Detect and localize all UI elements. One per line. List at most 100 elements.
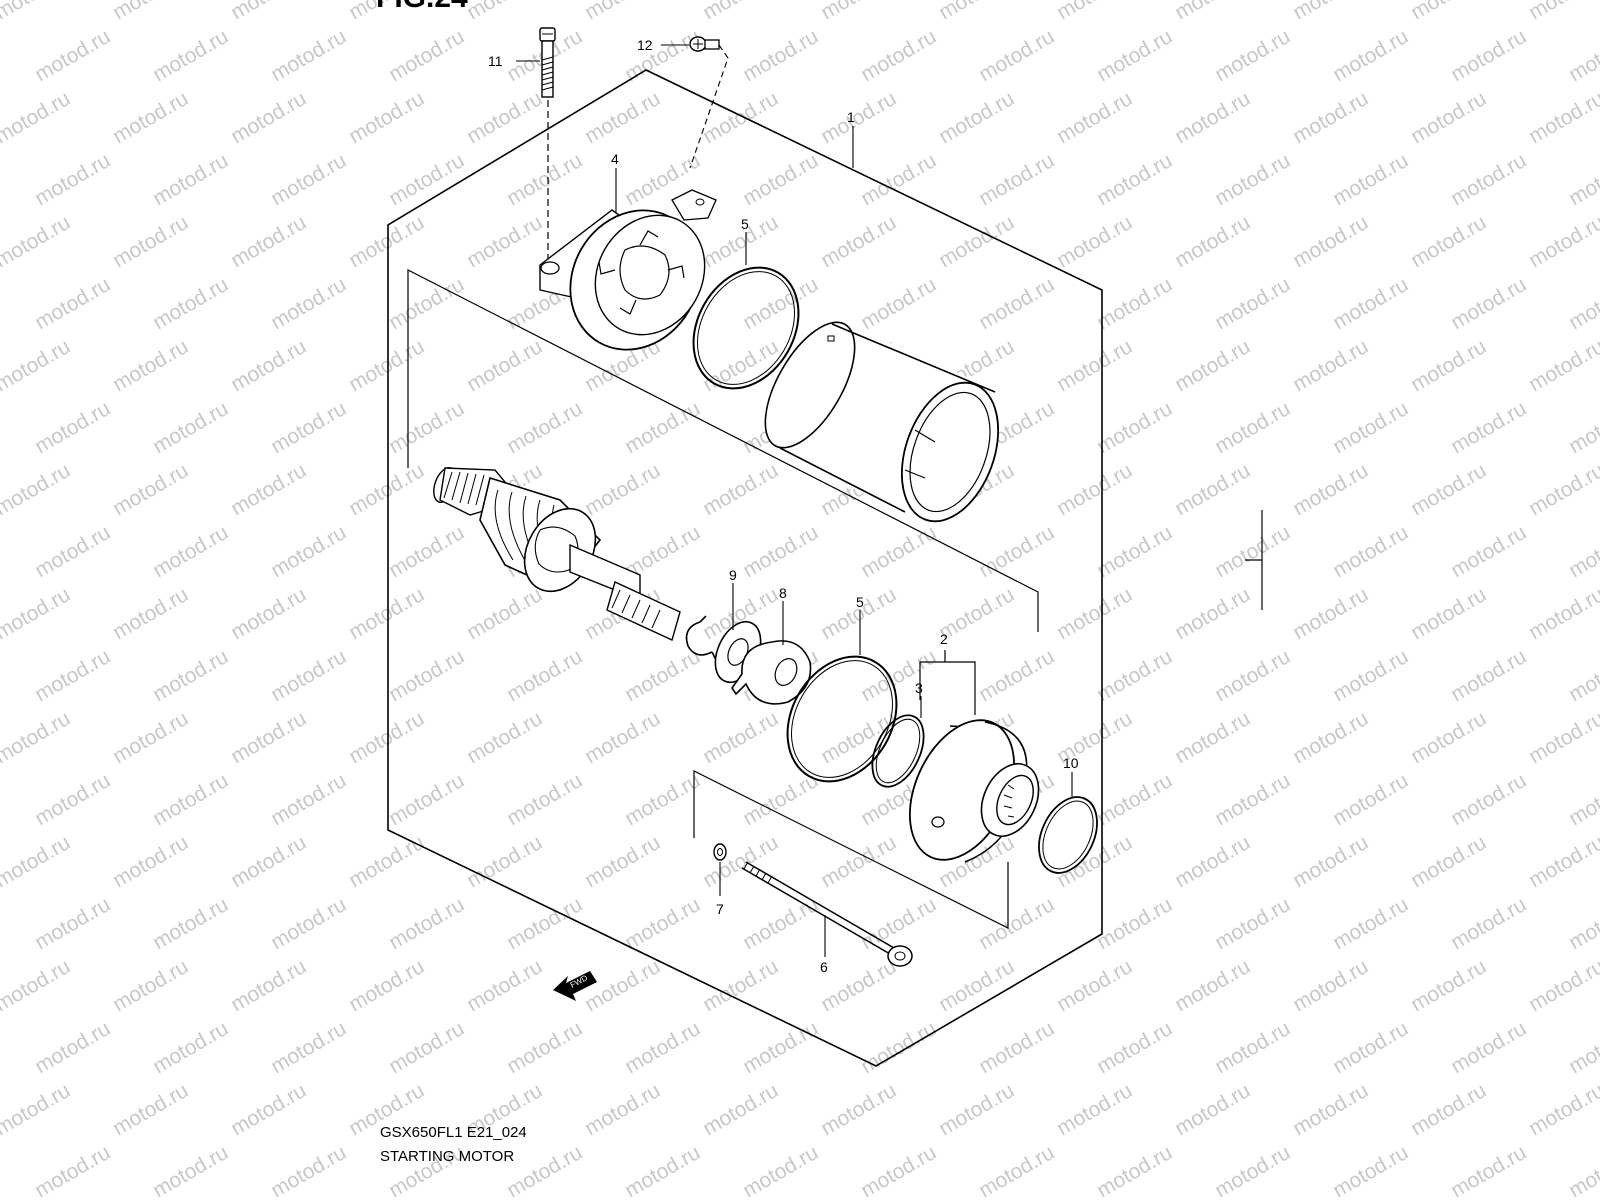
through-bolt-part: [741, 861, 913, 967]
watermark-text: motod.ru: [1565, 149, 1600, 210]
lock-plate-part: [731, 640, 812, 705]
watermark-text: motod.ru: [463, 955, 546, 1016]
watermark-text: motod.ru: [267, 1017, 350, 1078]
watermark-text: motod.ru: [1053, 955, 1136, 1016]
bolt-part: [539, 27, 556, 260]
watermark-text: motod.ru: [699, 831, 782, 892]
watermark-text: motod.ru: [109, 707, 192, 768]
watermark-text: motod.ru: [1093, 521, 1176, 582]
watermark-text: motod.ru: [227, 87, 310, 148]
watermark-text: motod.ru: [227, 583, 310, 644]
watermark-text: motod.ru: [227, 955, 310, 1016]
watermark-text: motod.ru: [463, 0, 546, 24]
watermark-text: motod.ru: [109, 87, 192, 148]
watermark-text: motod.ru: [1447, 521, 1530, 582]
watermark-text: motod.ru: [503, 397, 586, 458]
watermark-text: motod.ru: [581, 707, 664, 768]
watermark-text: motod.ru: [109, 459, 192, 520]
watermark-text: motod.ru: [1171, 459, 1254, 520]
watermark-text: motod.ru: [463, 831, 546, 892]
watermark-text: motod.ru: [1407, 87, 1490, 148]
callout-11: 11: [488, 53, 503, 69]
watermark-text: motod.ru: [817, 831, 900, 892]
o-ring-upper-inner: [697, 271, 795, 385]
watermark-text: motod.ru: [1289, 707, 1372, 768]
callout-8: 8: [779, 585, 787, 601]
watermark-text: motod.ru: [463, 335, 546, 396]
watermark-text: motod.ru: [267, 769, 350, 830]
callout-9: 9: [729, 567, 737, 583]
watermark-text: motod.ru: [385, 397, 468, 458]
watermark-text: motod.ru: [385, 273, 468, 334]
watermark-text: motod.ru: [345, 707, 428, 768]
watermark-text: motod.ru: [109, 335, 192, 396]
watermark-text: motod.ru: [227, 1079, 310, 1140]
watermark-text: motod.ru: [1053, 459, 1136, 520]
watermark-text: motod.ru: [31, 149, 114, 210]
watermark-text: motod.ru: [1565, 769, 1600, 830]
watermark-text: motod.ru: [1171, 707, 1254, 768]
watermark-text: motod.ru: [149, 273, 232, 334]
lock-plate-hole: [774, 658, 798, 686]
watermark-text: motod.ru: [857, 25, 940, 86]
watermark-text: motod.ru: [1289, 211, 1372, 272]
watermark-text: motod.ru: [1053, 583, 1136, 644]
watermark-text: motod.ru: [1407, 955, 1490, 1016]
watermark-text: motod.ru: [739, 521, 822, 582]
watermark-text: motod.ru: [1565, 25, 1600, 86]
watermark-text: motod.ru: [1329, 397, 1412, 458]
figure-label: FIG.24: [376, 0, 468, 14]
watermark-text: motod.ru: [1093, 1017, 1176, 1078]
watermark-text: motod.ru: [149, 893, 232, 954]
watermark-text: motod.ru: [1211, 893, 1294, 954]
watermark-text: motod.ru: [1329, 1017, 1412, 1078]
watermark-text: motod.ru: [1525, 459, 1600, 520]
watermark-text: motod.ru: [1093, 273, 1176, 334]
watermark-text: motod.ru: [1329, 273, 1412, 334]
watermark-text: motod.ru: [149, 769, 232, 830]
watermark-text: motod.ru: [1211, 25, 1294, 86]
watermark-text: motod.ru: [1525, 0, 1600, 24]
subassembly-bracket-upper: [407, 269, 1039, 632]
watermark-text: motod.ru: [975, 1141, 1058, 1200]
watermark-text: motod.ru: [503, 893, 586, 954]
watermark-text: motod.ru: [581, 0, 664, 24]
watermark-text: motod.ru: [345, 459, 428, 520]
watermark-text: motod.ru: [1329, 1141, 1412, 1200]
watermark-text: motod.ru: [975, 149, 1058, 210]
watermark-text: motod.ru: [1525, 87, 1600, 148]
watermark-text: motod.ru: [345, 335, 428, 396]
watermark-text: motod.ru: [463, 707, 546, 768]
watermark-text: motod.ru: [699, 707, 782, 768]
watermark-text: motod.ru: [227, 335, 310, 396]
watermark-text: motod.ru: [1211, 397, 1294, 458]
watermark-text: motod.ru: [739, 25, 822, 86]
watermark-text: motod.ru: [1289, 335, 1372, 396]
watermark-text: motod.ru: [621, 1017, 704, 1078]
watermark-text: motod.ru: [739, 893, 822, 954]
watermark-text: motod.ru: [1525, 831, 1600, 892]
watermark-text: motod.ru: [1525, 1079, 1600, 1140]
screw-part: [689, 36, 729, 169]
front-housing-part: [908, 719, 1040, 863]
watermark-text: motod.ru: [935, 1079, 1018, 1140]
callout-2: 2: [940, 631, 948, 647]
callout-labels: 1 2 3 4 5 5 6 7 8 9 10 11 12: [488, 37, 1079, 975]
watermark-text: motod.ru: [857, 893, 940, 954]
watermark-text: motod.ru: [1447, 149, 1530, 210]
watermark-text: motod.ru: [1289, 955, 1372, 1016]
watermark-text: motod.ru: [1447, 397, 1530, 458]
watermark-text: motod.ru: [1093, 893, 1176, 954]
watermark-text: motod.ru: [581, 459, 664, 520]
watermark-text: motod.ru: [267, 397, 350, 458]
watermark-text: motod.ru: [975, 521, 1058, 582]
watermark-text: motod.ru: [109, 0, 192, 24]
watermark-text: motod.ru: [1565, 1141, 1600, 1200]
callout-4: 4: [611, 151, 619, 167]
watermark-text: motod.ru: [109, 955, 192, 1016]
watermark-text: motod.ru: [621, 645, 704, 706]
small-o-ring-part: [871, 714, 925, 788]
watermark-text: motod.ru: [621, 893, 704, 954]
